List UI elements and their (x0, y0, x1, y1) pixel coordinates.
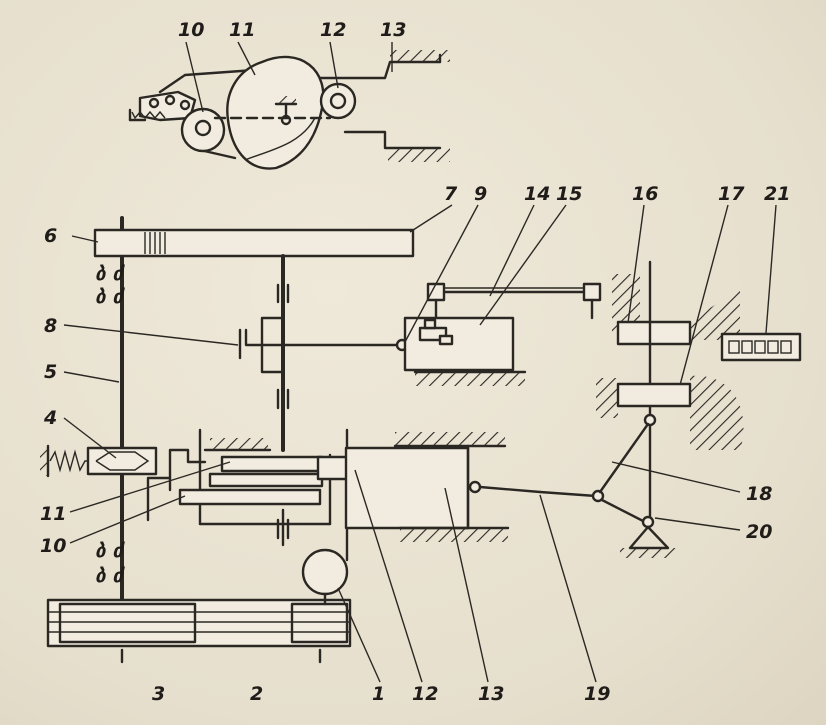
label-11-main: 11 (40, 503, 66, 525)
belt-drive (46, 548, 352, 664)
label-10-top: 10 (178, 19, 204, 41)
label-8: 8 (44, 315, 57, 337)
lever-pivot-left (148, 97, 160, 109)
svg-text:ბ ძ: ბ ძ (95, 565, 125, 587)
joint-rocker (591, 489, 605, 503)
slider-13 (344, 446, 470, 530)
label-10-main: 10 (40, 535, 66, 557)
label-18: 18 (746, 483, 772, 505)
gear-unit-14-15 (403, 282, 602, 386)
pulley-3 (58, 602, 197, 644)
label-2: 2 (250, 683, 263, 705)
label-17: 17 (718, 183, 745, 205)
joint-19-left (468, 480, 482, 494)
lever-pivot-right (179, 99, 191, 111)
bearing-marks-lower: ბ ძ ბ ძ (95, 540, 125, 587)
label-7: 7 (444, 183, 458, 205)
label-15: 15 (556, 183, 582, 205)
label-5: 5 (44, 361, 57, 383)
pulley-motor (290, 602, 349, 644)
label-16: 16 (632, 183, 658, 205)
label-12-main: 12 (412, 683, 438, 705)
label-14: 14 (524, 183, 550, 205)
belt-2 (46, 598, 352, 648)
gear-block-11-top (220, 455, 324, 473)
cam-disc (226, 55, 325, 170)
housing-15 (403, 316, 515, 372)
svg-text:ბ ძ: ბ ძ (95, 286, 125, 308)
label-4: 4 (43, 407, 57, 429)
labels: 10 11 12 13 6 7 9 14 15 16 17 21 8 5 4 1… (40, 19, 790, 705)
svg-text:ბ ძ: ბ ძ (95, 540, 125, 562)
block-16 (616, 320, 692, 346)
left-shaft-assembly: ბ ძ ბ ძ ბ ძ ბ ძ (40, 216, 415, 614)
label-21: 21 (764, 183, 790, 205)
label-20: 20 (746, 521, 772, 543)
label-19: 19 (584, 683, 610, 705)
label-1: 1 (372, 683, 385, 705)
lower-frame-hatch (388, 148, 450, 162)
rod-19 (478, 485, 542, 494)
upper-frame-hatch (390, 50, 450, 62)
cam-mechanism-inset (128, 50, 450, 170)
counter-21 (720, 332, 802, 362)
motor-1 (301, 548, 349, 596)
right-fixture (596, 260, 802, 558)
roller-right-hub (329, 92, 347, 110)
label-11-top: 11 (229, 19, 255, 41)
flywheel-6 (93, 228, 415, 258)
gear-block-11-mid (208, 472, 324, 488)
label-12-top: 12 (320, 19, 346, 41)
label-13-main: 13 (478, 683, 504, 705)
bearing-marks-upper: ბ ძ ბ ძ (95, 263, 125, 308)
pivot-20 (641, 515, 655, 529)
roller-right (319, 82, 357, 120)
label-3: 3 (152, 683, 165, 705)
roller-left-hub (194, 119, 212, 137)
svg-text:ბ ძ: ბ ძ (95, 263, 125, 285)
label-13-top: 13 (380, 19, 406, 41)
block-17 (616, 382, 692, 408)
label-6: 6 (44, 225, 57, 247)
gear-block-10 (178, 488, 322, 506)
joint-17 (643, 413, 657, 427)
label-9: 9 (474, 183, 487, 205)
roller-left (180, 107, 226, 153)
central-shaft-assembly (146, 254, 409, 562)
slider-assembly (344, 432, 605, 542)
lever-pivot-mid (164, 94, 176, 106)
leader-lines (63, 41, 777, 683)
link-18 (598, 422, 650, 494)
